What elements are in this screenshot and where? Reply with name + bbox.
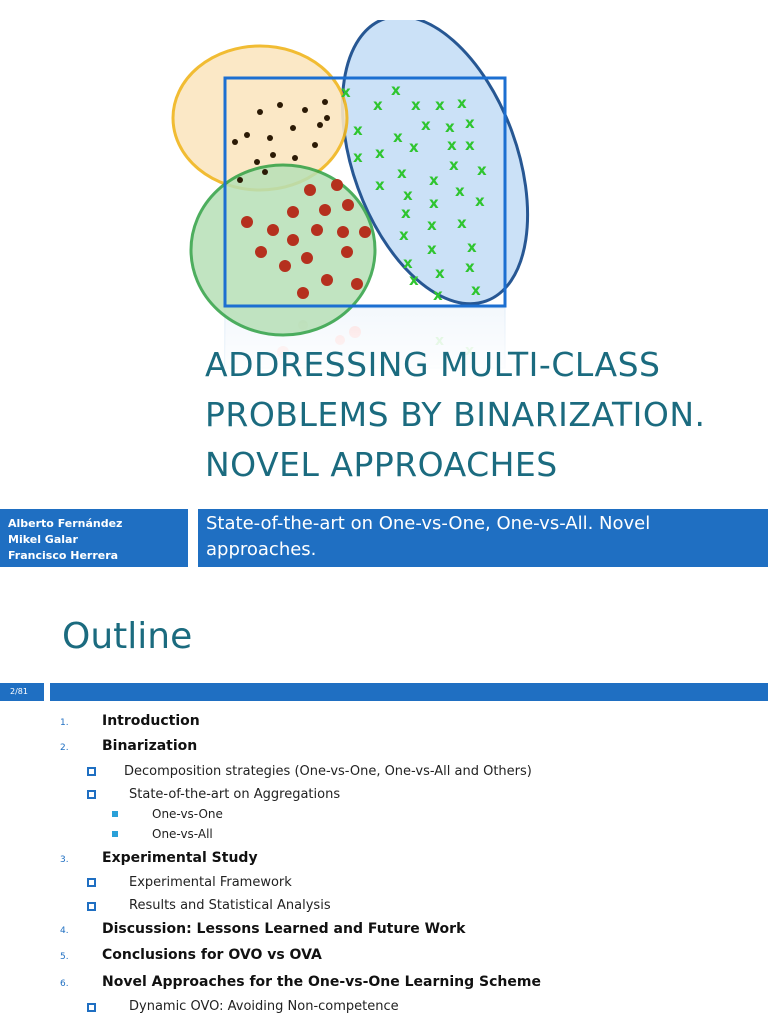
svg-text:x: x	[449, 156, 459, 174]
item-number: 4.	[60, 926, 69, 936]
outline-subitem: Results and Statistical Analysis	[129, 898, 331, 913]
square-bullet-icon	[87, 790, 96, 799]
author-name: Francisco Herrera	[8, 549, 119, 562]
outline-subitem: State-of-the-art on Aggregations	[129, 787, 341, 802]
subtitle-band: State-of-the-art on One-vs-One, One-vs-A…	[198, 509, 768, 567]
svg-text:x: x	[465, 258, 475, 276]
authors-box: Alberto Fernández Mikel Galar Francisco …	[0, 509, 188, 567]
svg-text:x: x	[391, 81, 401, 99]
svg-text:x: x	[433, 286, 443, 304]
svg-text:x: x	[397, 164, 407, 182]
square-bullet-icon	[87, 1003, 96, 1012]
svg-text:x: x	[409, 271, 419, 289]
item-number: 3.	[60, 855, 69, 865]
outline-item-conclusions: Conclusions for OVO vs OVA	[102, 947, 322, 963]
svg-text:x: x	[465, 114, 475, 132]
outline-item-binarization: Binarization	[102, 738, 198, 754]
svg-text:x: x	[477, 161, 487, 179]
svg-text:x: x	[411, 96, 421, 114]
title-line-3: Novel Approaches	[205, 445, 558, 484]
title-line-2: problems by binarization.	[205, 395, 706, 434]
svg-text:x: x	[373, 96, 383, 114]
svg-text:x: x	[403, 186, 413, 204]
svg-text:x: x	[399, 226, 409, 244]
svg-text:x: x	[457, 214, 467, 232]
page-number: 2/81	[0, 683, 44, 701]
svg-text:x: x	[465, 136, 475, 154]
header-bar	[50, 683, 768, 701]
outline-item-discussion: Discussion: Lessons Learned and Future W…	[102, 921, 466, 937]
item-number: 1.	[60, 718, 69, 728]
svg-text:x: x	[429, 194, 439, 212]
outline-item-experimental-study: Experimental Study	[102, 850, 258, 866]
outline-subitem: Dynamic OVO: Avoiding Non-competence	[129, 999, 399, 1014]
subtitle-text: State-of-the-art on One-vs-One, One-vs-A…	[206, 513, 651, 560]
svg-text:x: x	[475, 192, 485, 210]
item-number: 6.	[60, 979, 69, 989]
square-bullet-icon	[87, 767, 96, 776]
square-bullet-icon	[87, 878, 96, 887]
outline-heading: Outline	[62, 616, 193, 657]
outline-item-introduction: Introduction	[102, 713, 200, 729]
outline-subitem: Decomposition strategies (One-vs-One, On…	[124, 764, 532, 779]
filled-bullet-icon	[112, 831, 118, 837]
svg-text:x: x	[375, 176, 385, 194]
svg-text:x: x	[409, 138, 419, 156]
svg-text:x: x	[421, 116, 431, 134]
author-name: Mikel Galar	[8, 533, 78, 546]
svg-text:x: x	[341, 83, 351, 101]
square-bullet-icon	[87, 902, 96, 911]
title-line-1: Addressing Multi-class	[205, 345, 661, 384]
svg-text:x: x	[445, 118, 455, 136]
svg-text:x: x	[457, 94, 467, 112]
svg-text:x: x	[401, 204, 411, 222]
svg-text:x: x	[353, 148, 363, 166]
svg-text:x: x	[393, 128, 403, 146]
svg-text:x: x	[467, 238, 477, 256]
outline-subsubitem: One-vs-One	[152, 807, 223, 821]
svg-text:x: x	[353, 121, 363, 139]
svg-text:x: x	[375, 144, 385, 162]
svg-text:x: x	[435, 96, 445, 114]
outline-item-novel-approaches: Novel Approaches for the One-vs-One Lear…	[102, 974, 541, 990]
svg-text:x: x	[447, 136, 457, 154]
svg-text:x: x	[471, 281, 481, 299]
svg-text:x: x	[403, 254, 413, 272]
svg-text:x: x	[427, 240, 437, 258]
svg-text:x: x	[435, 264, 445, 282]
item-number: 5.	[60, 952, 69, 962]
author-name: Alberto Fernández	[8, 517, 123, 530]
svg-text:x: x	[427, 216, 437, 234]
svg-text:x: x	[455, 182, 465, 200]
filled-bullet-icon	[112, 811, 118, 817]
outline-subitem: Experimental Framework	[129, 875, 292, 890]
outline-subsubitem: One-vs-All	[152, 827, 213, 841]
svg-text:x: x	[429, 171, 439, 189]
item-number: 2.	[60, 743, 69, 753]
